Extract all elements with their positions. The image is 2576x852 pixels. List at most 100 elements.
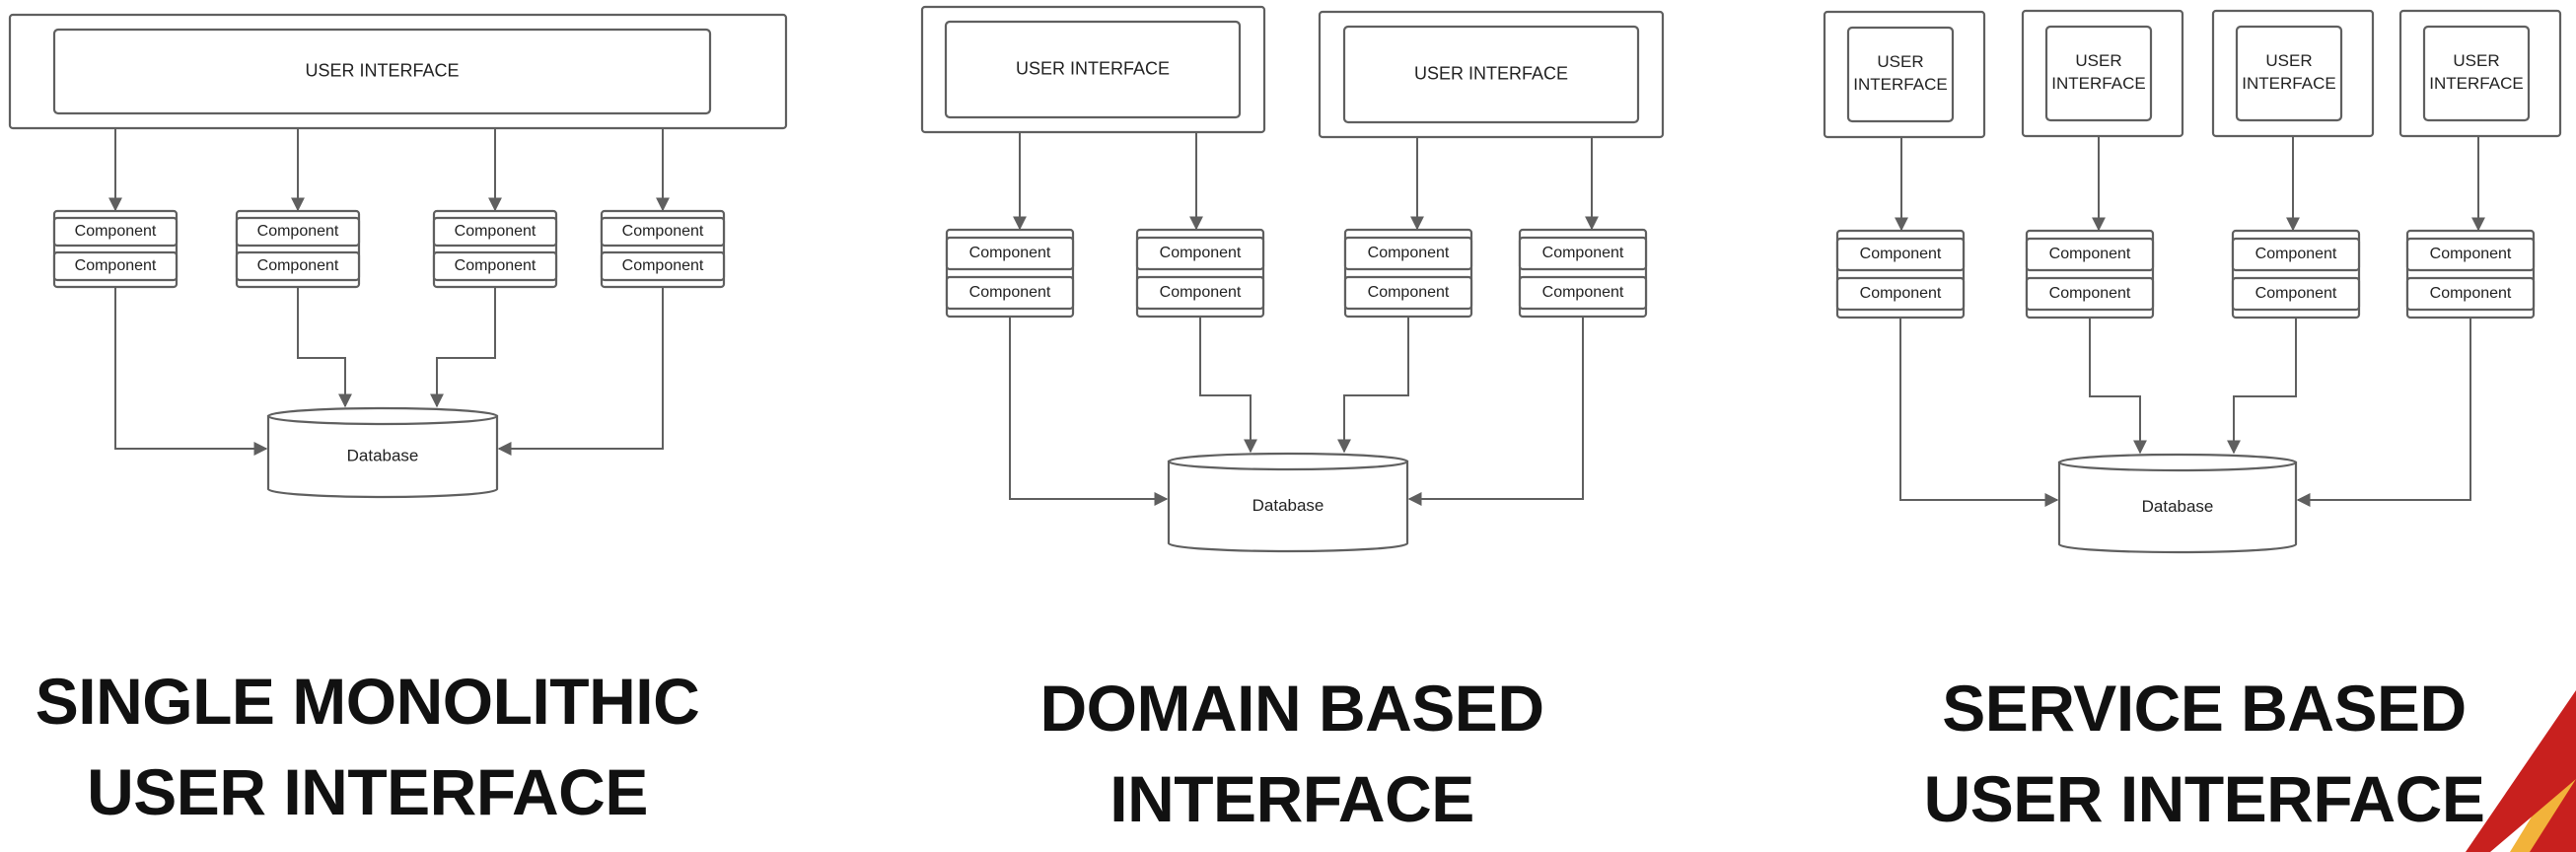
component-label: Component	[1368, 284, 1450, 301]
user-interface-label: USER	[2075, 51, 2121, 70]
component-label: Component	[2430, 246, 2512, 262]
component-label: Component	[1368, 245, 1450, 261]
component-label: Component	[969, 284, 1051, 301]
component-row	[2405, 237, 2536, 272]
database-label: Database	[347, 446, 419, 464]
component-row	[235, 216, 361, 248]
component-label: Component	[1542, 245, 1624, 261]
database-label: Database	[2142, 497, 2214, 516]
arrow-component-to-database	[114, 287, 268, 456]
component-row	[2231, 237, 2361, 272]
caption-line: DOMAIN BASED	[1039, 672, 1544, 745]
component-row	[600, 216, 726, 248]
user-interface-label: USER	[1877, 52, 1923, 71]
component-label: Component	[622, 257, 704, 274]
component-label: Component	[75, 257, 157, 274]
user-interface-label: USER	[2265, 51, 2312, 70]
user-interface-box	[944, 20, 1242, 119]
component-row	[1518, 275, 1648, 311]
database-top	[266, 406, 499, 426]
caption-line: USER INTERFACE	[1923, 762, 2485, 835]
arrow-component-to-database	[1009, 317, 1169, 506]
component-row	[1135, 275, 1265, 311]
user-interface-box	[2422, 25, 2531, 122]
user-interface-label: INTERFACE	[2051, 74, 2145, 93]
component-row	[1135, 236, 1265, 271]
component-label: Component	[257, 223, 339, 240]
component-row	[432, 216, 558, 248]
component-label: Component	[455, 223, 537, 240]
database-body	[1167, 460, 1409, 553]
caption-service-based: SERVICE BASED USER INTERFACE	[1844, 663, 2564, 844]
component-row	[1343, 275, 1473, 311]
component-row	[1518, 236, 1648, 271]
arrow-component-to-database	[1337, 317, 1409, 454]
component-label: Component	[2049, 246, 2131, 262]
caption-line: INTERFACE	[1109, 762, 1474, 835]
component-label: Component	[2049, 285, 2131, 302]
component-row	[945, 236, 1075, 271]
user-interface-box	[2235, 25, 2343, 122]
user-interface-label: INTERFACE	[2429, 74, 2523, 93]
component-row	[2025, 237, 2155, 272]
component-label: Component	[455, 257, 537, 274]
component-label: Component	[2255, 285, 2337, 302]
component-row	[432, 250, 558, 282]
component-label: Component	[1860, 246, 1942, 262]
database	[266, 406, 499, 499]
component-row	[2405, 276, 2536, 312]
component-label: Component	[2430, 285, 2512, 302]
database-body	[2057, 461, 2298, 554]
database-top	[1167, 452, 1409, 471]
user-interface-label: USER INTERFACE	[1016, 58, 1170, 78]
arrow-component-to-database	[1407, 317, 1584, 506]
database	[1167, 452, 1409, 553]
component-label: Component	[1160, 284, 1242, 301]
user-interface-label: USER INTERFACE	[1414, 63, 1568, 83]
component-label: Component	[1160, 245, 1242, 261]
caption-domain-based: DOMAIN BASED INTERFACE	[907, 663, 1677, 844]
component-row	[600, 250, 726, 282]
arrow-component-to-database	[1899, 318, 2059, 507]
component-row	[1835, 276, 1966, 312]
component-row	[1835, 237, 1966, 272]
arrow-component-to-database	[430, 287, 496, 408]
arrow-component-to-database	[1199, 317, 1257, 454]
user-interface-box	[52, 28, 712, 115]
user-interface-box	[1342, 25, 1640, 124]
user-interface-label: USER INTERFACE	[305, 60, 459, 80]
component-row	[235, 250, 361, 282]
component-label: Component	[969, 245, 1051, 261]
caption-single-monolithic: SINGLE MONOLITHIC USER INTERFACE	[0, 656, 735, 837]
component-row	[945, 275, 1075, 311]
database	[2057, 453, 2298, 554]
component-row	[2231, 276, 2361, 312]
user-interface-label: INTERFACE	[2242, 74, 2335, 93]
component-label: Component	[257, 257, 339, 274]
database-body	[266, 414, 499, 499]
component-row	[2025, 276, 2155, 312]
user-interface-label: USER	[2453, 51, 2499, 70]
component-row	[52, 216, 179, 248]
component-label: Component	[1542, 284, 1624, 301]
arrow-component-to-database	[297, 287, 352, 408]
caption-line: USER INTERFACE	[87, 755, 648, 828]
caption-line: SERVICE BASED	[1942, 672, 2467, 745]
caption-line: SINGLE MONOLITHIC	[35, 665, 700, 738]
component-row	[1343, 236, 1473, 271]
component-label: Component	[1860, 285, 1942, 302]
component-label: Component	[622, 223, 704, 240]
user-interface-label: INTERFACE	[1853, 75, 1947, 94]
user-interface-box	[1846, 26, 1955, 123]
database-label: Database	[1252, 496, 1324, 515]
arrow-component-to-database	[2089, 318, 2147, 455]
user-interface-box	[2044, 25, 2153, 122]
database-top	[2057, 453, 2298, 472]
arrow-component-to-database	[497, 287, 664, 456]
component-label: Component	[2255, 246, 2337, 262]
component-row	[52, 250, 179, 282]
component-label: Component	[75, 223, 157, 240]
arrow-component-to-database	[2227, 318, 2297, 455]
arrow-component-to-database	[2296, 318, 2471, 507]
